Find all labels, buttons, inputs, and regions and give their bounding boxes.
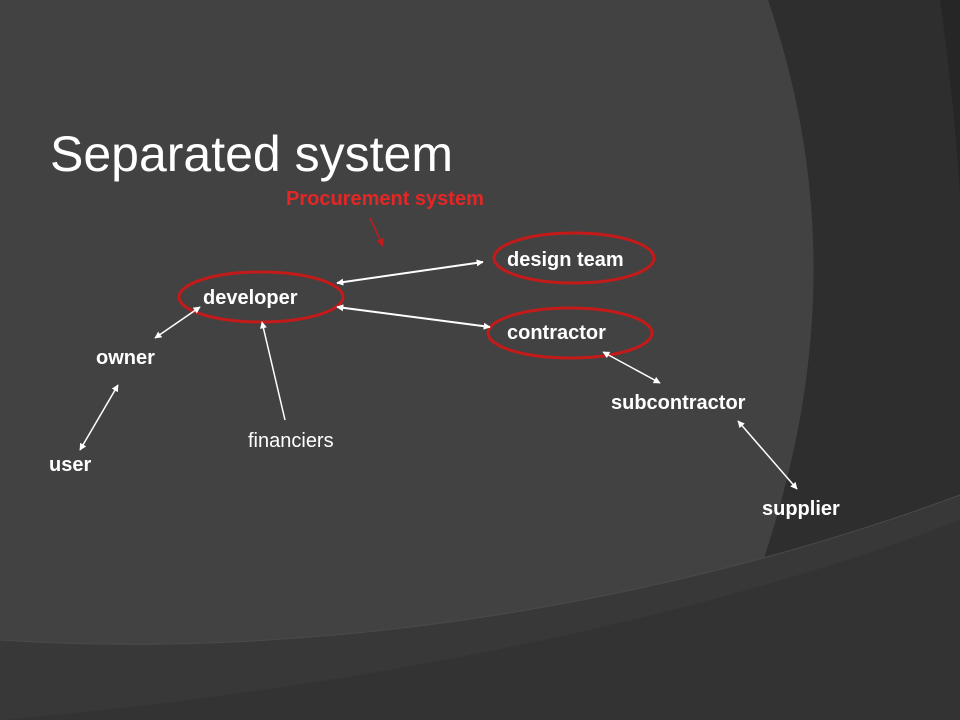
node-user: user (49, 454, 92, 476)
developer-contractor-arrow (336, 304, 491, 330)
node-owner: owner (96, 347, 155, 369)
node-developer: developer (203, 287, 298, 309)
node-supplier: supplier (762, 498, 840, 520)
node-subcontractor: subcontractor (611, 392, 746, 414)
design-team-ellipse (492, 231, 656, 285)
node-contractor: contractor (507, 322, 606, 344)
slide-title: Separated system (50, 126, 453, 182)
node-financiers: financiers (248, 430, 334, 452)
owner-developer-arrow (154, 306, 201, 339)
procurement-pointer-arrow (369, 217, 384, 247)
contractor-subcontractor-arrow (602, 351, 661, 384)
developer-design-team-arrow (336, 259, 484, 286)
user-owner-arrow (79, 384, 119, 451)
financiers-developer-arrow (260, 321, 286, 421)
contractor-ellipse (486, 306, 654, 360)
subcontractor-supplier-arrow (737, 420, 798, 490)
node-design-team: design team (507, 249, 624, 271)
procurement-system-label: Procurement system (286, 188, 484, 210)
